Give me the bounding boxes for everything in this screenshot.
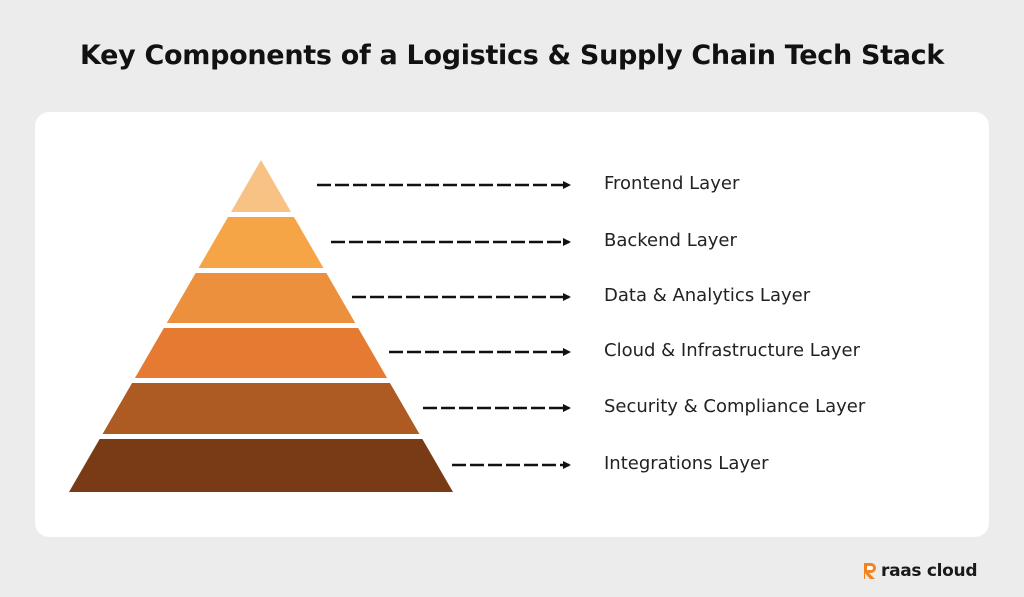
pyramid-band-6 xyxy=(69,439,453,492)
layer-label-3: Data & Analytics Layer xyxy=(604,285,811,306)
layer-label-4: Cloud & Infrastructure Layer xyxy=(604,340,860,361)
pyramid-band-1 xyxy=(230,160,292,212)
pyramid-band-3 xyxy=(166,273,356,323)
pyramid-band-5 xyxy=(102,383,420,434)
pyramid-band-2 xyxy=(198,217,324,268)
r-logo-icon xyxy=(864,563,876,579)
layer-label-2: Backend Layer xyxy=(604,230,737,251)
pyramid-band-4 xyxy=(134,328,388,378)
layer-label-5: Security & Compliance Layer xyxy=(604,396,866,417)
layer-label-1: Frontend Layer xyxy=(604,173,740,194)
logo-text: raas cloud xyxy=(881,561,978,581)
brand-logo: raas cloud xyxy=(862,561,978,581)
layer-label-6: Integrations Layer xyxy=(604,453,769,474)
page-title: Key Components of a Logistics & Supply C… xyxy=(79,40,945,71)
